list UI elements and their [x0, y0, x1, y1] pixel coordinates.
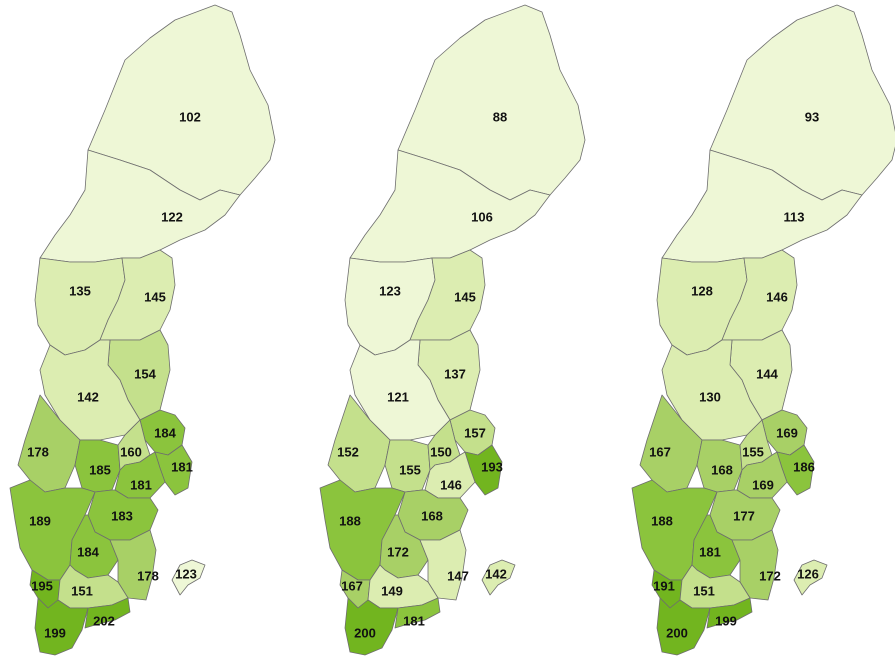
value-label-norrbotten: 102 [179, 109, 201, 124]
value-label-uppsala: 157 [464, 425, 486, 440]
value-label-vasternorrland: 145 [454, 289, 476, 304]
value-label-blekinge: 202 [93, 613, 115, 628]
value-label-vastra-gotaland: 188 [339, 513, 361, 528]
value-label-vastmanland: 155 [742, 444, 764, 459]
value-label-blekinge: 181 [403, 613, 425, 628]
value-label-halland: 195 [31, 578, 53, 593]
value-label-varmland: 167 [649, 444, 671, 459]
value-label-skane: 199 [44, 625, 66, 640]
region-skane [656, 597, 711, 656]
value-label-orebro: 168 [711, 462, 733, 477]
value-label-dalarna: 130 [699, 389, 721, 404]
region-kalmar [731, 529, 779, 601]
region-blekinge [706, 597, 753, 629]
value-label-gavleborg: 137 [444, 366, 466, 381]
value-label-kalmar: 178 [137, 568, 159, 583]
value-label-jonkoping: 181 [699, 544, 721, 559]
region-gotland [171, 559, 206, 596]
map-2: 88 106 123 145 137 121 157 152 155 150 193 146 188 16… [319, 4, 586, 656]
value-label-skane: 200 [666, 625, 688, 640]
value-label-orebro: 155 [399, 462, 421, 477]
value-label-kalmar: 172 [759, 568, 781, 583]
value-label-uppsala: 184 [154, 425, 176, 440]
value-label-vasterbotten: 106 [471, 209, 493, 224]
value-label-stockholm: 186 [793, 459, 815, 474]
value-label-orebro: 185 [89, 462, 111, 477]
value-label-vasterbotten: 113 [784, 209, 805, 224]
value-label-kalmar: 147 [447, 568, 469, 583]
region-skane [34, 597, 89, 656]
value-label-vasternorrland: 146 [766, 289, 788, 304]
map-3: 93 113 128 146 144 130 169 167 168 155 186 169 188 17… [631, 4, 895, 656]
region-dalarna [661, 339, 763, 441]
value-label-dalarna: 142 [77, 389, 99, 404]
value-label-vasternorrland: 145 [144, 289, 166, 304]
value-label-gotland: 126 [797, 566, 819, 581]
value-label-gavleborg: 154 [134, 366, 156, 381]
value-label-gotland: 142 [485, 566, 507, 581]
value-label-dalarna: 121 [387, 389, 409, 404]
region-kalmar [109, 529, 157, 601]
value-label-vastmanland: 160 [120, 444, 142, 459]
region-skane [344, 597, 399, 656]
value-label-gavleborg: 144 [756, 366, 778, 381]
value-label-halland: 191 [653, 578, 675, 593]
value-label-norrbotten: 88 [493, 109, 507, 124]
value-label-skane: 200 [354, 625, 376, 640]
value-label-jamtland: 135 [69, 283, 91, 298]
value-label-vastra-gotaland: 189 [29, 513, 51, 528]
region-gotland [793, 559, 828, 596]
region-gotland [481, 559, 516, 596]
value-label-stockholm: 193 [481, 459, 503, 474]
region-dalarna [39, 339, 141, 441]
value-label-halland: 167 [341, 578, 363, 593]
region-blekinge [84, 597, 131, 629]
region-dalarna [349, 339, 451, 441]
value-label-sodermanland: 169 [752, 477, 774, 492]
value-label-vasterbotten: 122 [161, 209, 183, 224]
value-label-ostergotland: 183 [111, 508, 133, 523]
value-label-kronoberg: 151 [71, 583, 93, 598]
value-label-varmland: 178 [27, 444, 49, 459]
value-label-gotland: 123 [175, 566, 197, 581]
region-blekinge [394, 597, 441, 629]
value-label-blekinge: 199 [715, 613, 737, 628]
value-label-vastmanland: 150 [430, 444, 452, 459]
map-1: 102 122 135 145 154 142 184 178 185 160 181 181 189 1… [9, 4, 276, 656]
value-label-sodermanland: 181 [130, 477, 152, 492]
value-label-norrbotten: 93 [805, 109, 819, 124]
value-label-sodermanland: 146 [440, 477, 462, 492]
value-label-kronoberg: 151 [693, 583, 715, 598]
value-label-kronoberg: 149 [381, 583, 403, 598]
value-label-varmland: 152 [337, 444, 359, 459]
value-label-jonkoping: 172 [387, 544, 409, 559]
value-label-jamtland: 123 [379, 283, 401, 298]
value-label-stockholm: 181 [171, 459, 193, 474]
value-label-ostergotland: 177 [733, 508, 755, 523]
value-label-jamtland: 128 [691, 283, 713, 298]
value-label-vastra-gotaland: 188 [651, 513, 673, 528]
region-kalmar [419, 529, 467, 601]
value-label-ostergotland: 168 [421, 508, 443, 523]
value-label-jonkoping: 184 [77, 544, 99, 559]
value-label-uppsala: 169 [776, 425, 798, 440]
